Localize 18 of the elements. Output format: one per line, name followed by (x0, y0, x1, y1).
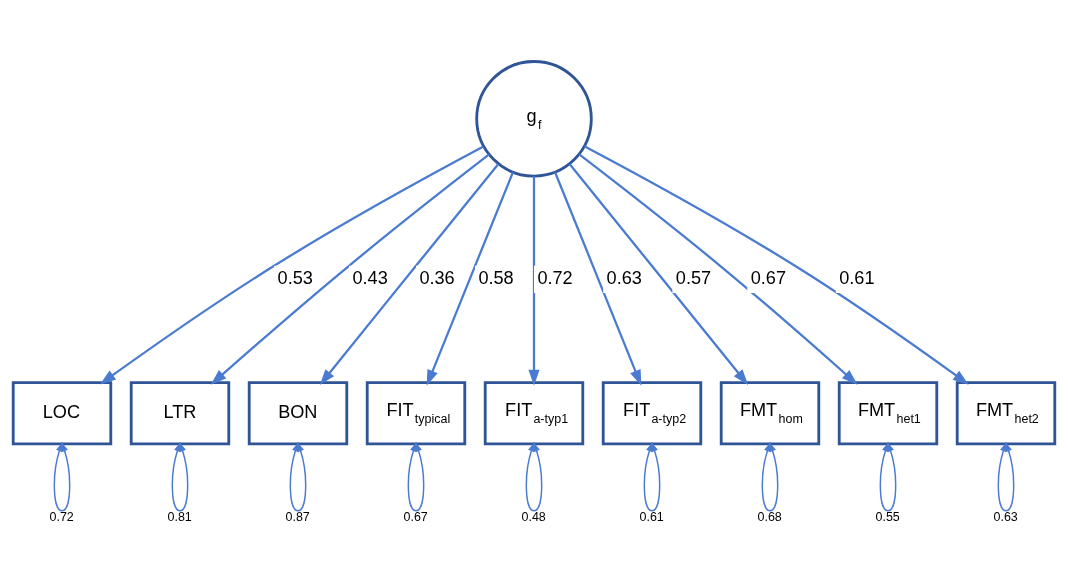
edge-label: 0.67 (750, 267, 787, 288)
edge-label: 0.61 (839, 267, 875, 288)
edge-label: 0.67 (403, 509, 428, 524)
edge-label: 0.68 (757, 509, 782, 524)
edge-label: 0.63 (606, 267, 642, 288)
edge-label: 0.81 (167, 509, 192, 524)
edge-label: 0.53 (277, 267, 313, 288)
edge-label: 0.72 (537, 267, 573, 288)
edge-label: 0.61 (639, 509, 664, 524)
edge-label: 0.36 (419, 267, 455, 288)
edge-label: 0.72 (49, 509, 74, 524)
edge-label: 0.87 (285, 509, 310, 524)
edge-label: 0.57 (675, 267, 712, 288)
edge-label: 0.63 (993, 509, 1018, 524)
edge-label: 0.48 (521, 509, 546, 524)
edge-label: 0.43 (352, 267, 388, 288)
edge-label: 0.55 (875, 509, 900, 524)
edge-label: 0.58 (478, 267, 514, 288)
